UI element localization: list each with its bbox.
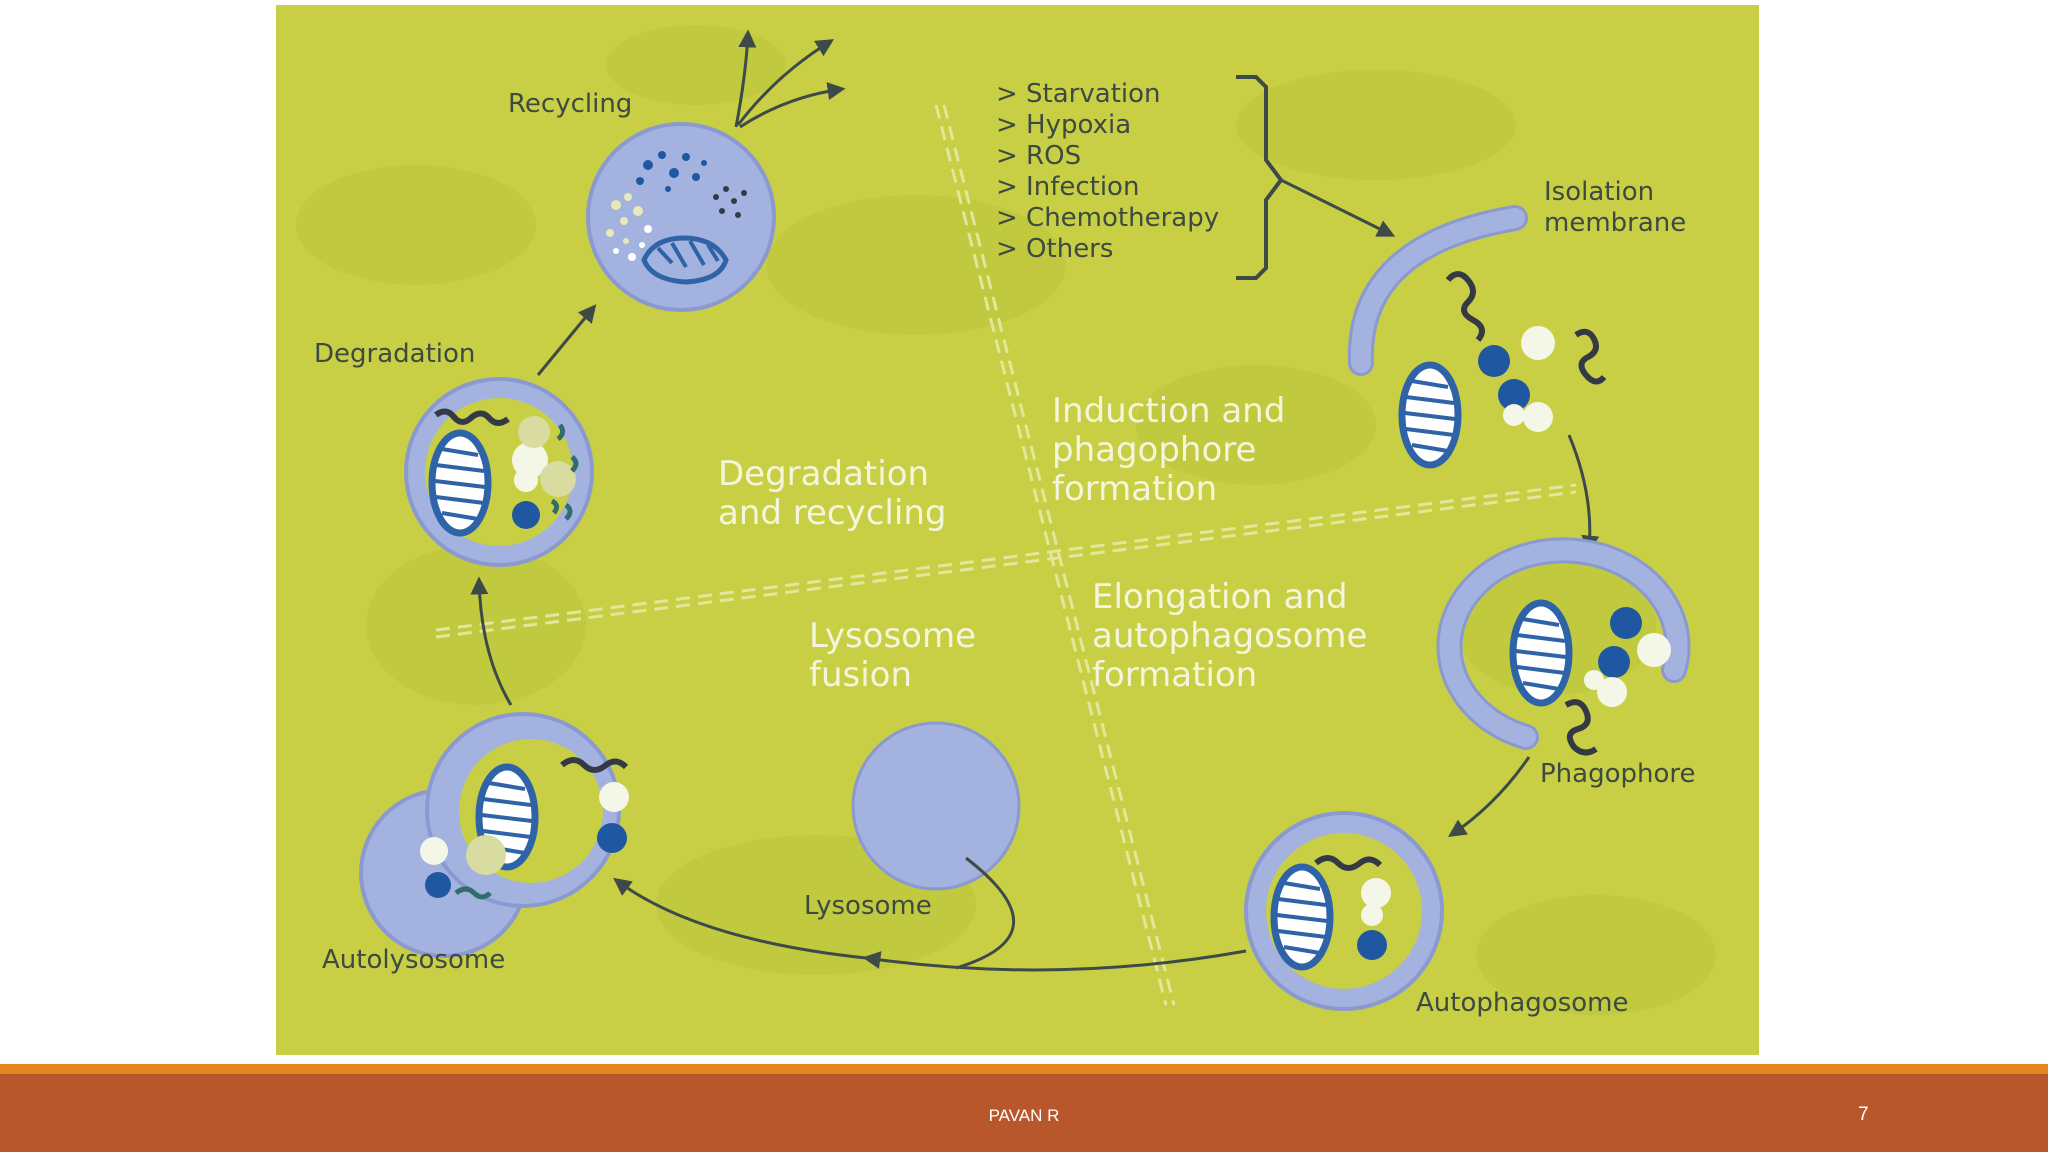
arrow-to-phagophore [1567, 434, 1600, 554]
isolation-membrane-graphic [1347, 205, 1607, 465]
quadrant-dividers [435, 104, 1577, 1006]
trigger-item: > Others [996, 234, 1114, 264]
trigger-item: > Starvation [996, 79, 1161, 109]
autophagosome-graphic [1244, 811, 1444, 1011]
presenter-name: PAVAN R [988, 1106, 1060, 1125]
footer-accent-line [0, 1064, 2048, 1074]
phase-induction: Induction and phagophore formation [1052, 392, 1285, 509]
phase-induction-line1: Induction and [1052, 391, 1286, 431]
phagophore-graphic [1436, 537, 1691, 756]
trigger-item: > Infection [996, 172, 1140, 202]
phase-degradation-line2: and recycling [718, 493, 947, 533]
arrow-to-autophagosome [1448, 756, 1531, 837]
phase-induction-line3: formation [1052, 469, 1218, 509]
label-degradation: Degradation [314, 339, 476, 369]
trigger-item: > ROS [996, 141, 1082, 171]
slide-footer: PAVAN R 7 [0, 1074, 2048, 1152]
arrow-to-isolation [1280, 178, 1396, 237]
phase-degradation-recycling: Degradation and recycling [718, 455, 946, 533]
lysosome-graphic [851, 721, 1021, 970]
arrow-autophagosome-to-lysosome [862, 949, 1247, 972]
diagram-graphic [296, 25, 1716, 1015]
trigger-item: > Hypoxia [996, 110, 1132, 140]
recycling-graphic [586, 122, 776, 312]
autophagy-diagram: Recycling Degradation Isolation membrane… [276, 5, 1759, 1055]
trigger-list: > Starvation > Hypoxia > ROS > Infection… [996, 79, 1219, 265]
background-texture [296, 25, 1716, 1015]
slide-number: 7 [1858, 1104, 1869, 1125]
phase-fusion-line1: Lysosome [809, 616, 977, 656]
label-isolation-membrane-1: Isolation [1544, 177, 1655, 207]
label-isolation-membrane-2: membrane [1544, 208, 1687, 238]
label-autolysosome: Autolysosome [322, 945, 506, 975]
arrow-to-autolysosome [613, 877, 867, 960]
degradation-graphic [404, 377, 594, 567]
label-phagophore: Phagophore [1540, 759, 1696, 789]
phase-lysosome-fusion: Lysosome fusion [809, 617, 976, 695]
recycling-output-arrows [734, 29, 846, 129]
label-lysosome: Lysosome [804, 891, 932, 921]
phase-fusion-line2: fusion [809, 655, 913, 695]
phase-elongation-line3: formation [1092, 655, 1258, 695]
arrow-to-recycling [536, 304, 597, 376]
phase-elongation-line1: Elongation and [1092, 577, 1348, 617]
phase-elongation: Elongation and autophagosome formation [1092, 578, 1367, 695]
label-recycling: Recycling [508, 89, 633, 119]
phase-degradation-line1: Degradation [718, 454, 930, 494]
phase-elongation-line2: autophagosome [1092, 616, 1368, 656]
arrow-to-degradation [470, 576, 513, 706]
trigger-item: > Chemotherapy [996, 203, 1220, 233]
label-autophagosome: Autophagosome [1416, 988, 1629, 1018]
phase-induction-line2: phagophore [1052, 430, 1257, 470]
autolysosome-graphic [359, 712, 629, 958]
